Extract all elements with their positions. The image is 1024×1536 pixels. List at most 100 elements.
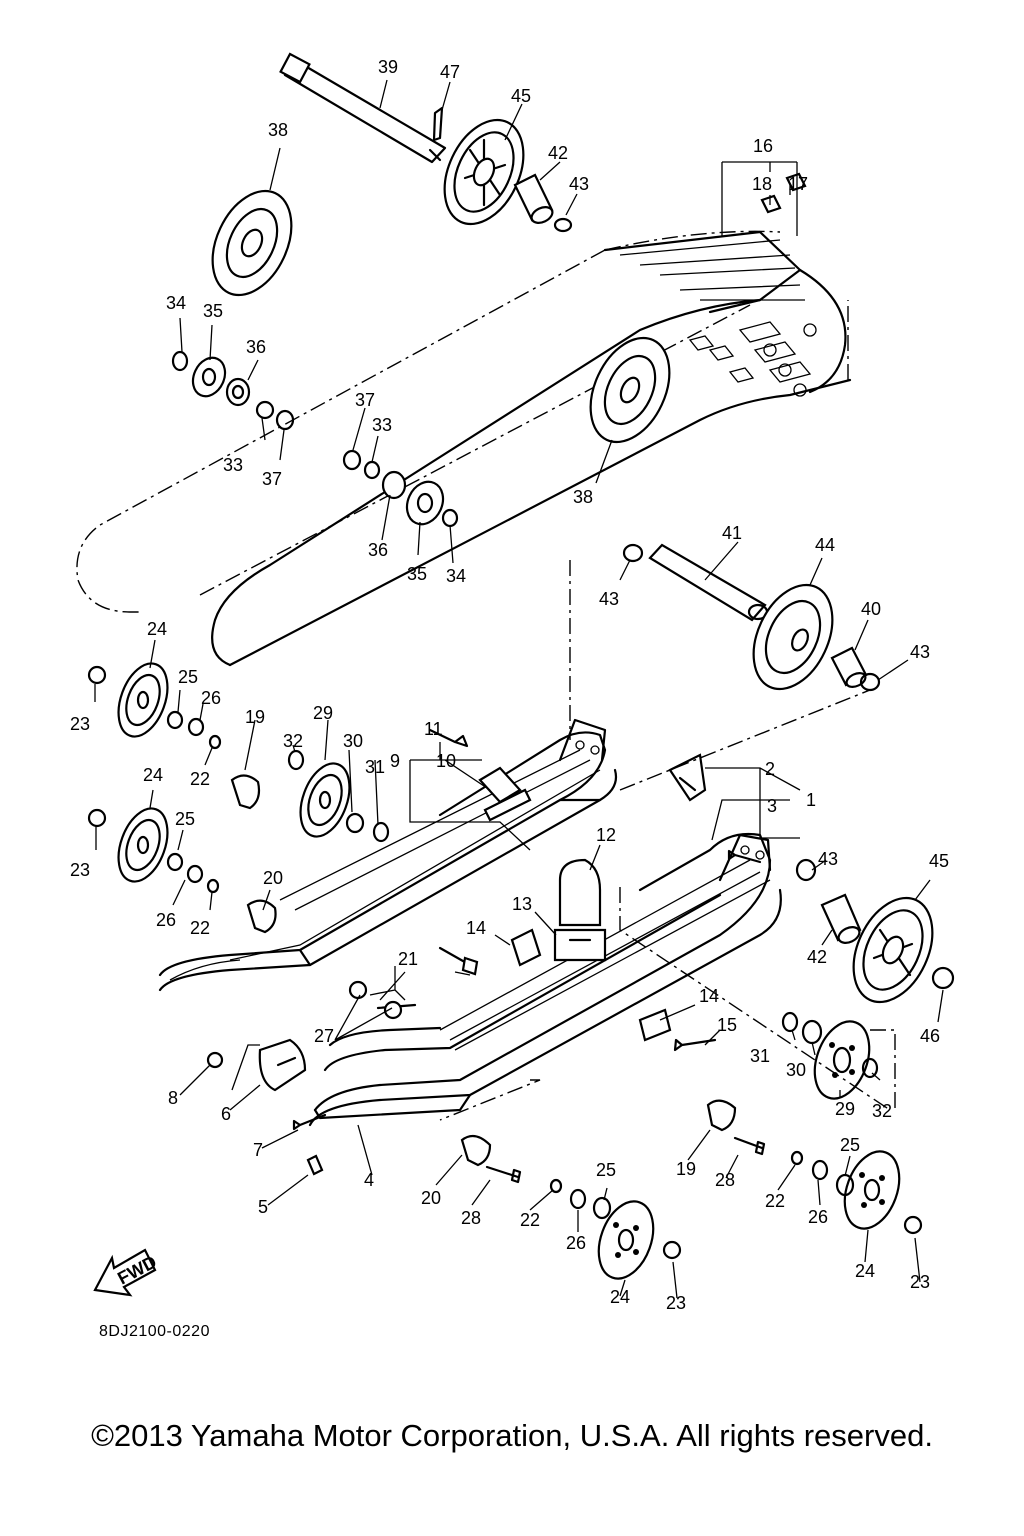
part-label-43d: 43 <box>818 849 838 869</box>
part-label-29a: 29 <box>313 703 333 723</box>
arm-20-lower <box>460 1134 492 1167</box>
part-label-18: 18 <box>752 174 772 194</box>
part-label-12: 12 <box>596 825 616 845</box>
part-label-7: 7 <box>253 1140 263 1160</box>
part-label-26d: 26 <box>808 1207 828 1227</box>
part-label-13: 13 <box>512 894 532 914</box>
leader-lines <box>94 79 944 1299</box>
rivet-3 <box>727 849 762 864</box>
part-label-35a: 35 <box>203 301 223 321</box>
part-label-21: 21 <box>398 949 418 969</box>
part-label-46: 46 <box>920 1026 940 1046</box>
collar-40 <box>830 646 868 688</box>
drawing-code: 8DJ2100-0220 <box>99 1323 210 1340</box>
part-label-42b: 42 <box>807 947 827 967</box>
wheel-24-d <box>843 1150 901 1230</box>
slider-strip-4 <box>313 1093 472 1120</box>
nut-46 <box>931 966 955 990</box>
part-label-27: 27 <box>314 1026 334 1046</box>
washer-43-upper <box>553 217 573 233</box>
bracket-10 <box>478 766 532 822</box>
wheel-24-b <box>117 807 169 883</box>
part-label-26a: 26 <box>201 688 221 708</box>
part-label-33a: 33 <box>223 455 243 475</box>
exploded-parts-diagram: FWD 1 2 3 4 5 6 7 8 9 10 11 12 13 14 14 … <box>70 52 955 1313</box>
wheel-45-lower <box>852 896 934 1004</box>
bearing-25-b <box>166 852 184 872</box>
part-label-1: 1 <box>806 790 816 810</box>
part-labels: 1 2 3 4 5 6 7 8 9 10 11 12 13 14 14 15 1… <box>70 57 949 1313</box>
stopper-14-upper <box>510 928 542 967</box>
circlip-32-left <box>287 749 305 771</box>
circlip-32-right <box>861 1057 879 1079</box>
part-label-2: 2 <box>765 759 775 779</box>
stopper-14-lower <box>638 1008 672 1042</box>
circlip-26-c <box>569 1188 587 1210</box>
part-label-38b: 38 <box>573 487 593 507</box>
bearing-30-left <box>345 812 365 834</box>
part-label-23c: 23 <box>666 1293 686 1313</box>
part-label-38a: 38 <box>268 120 288 140</box>
part-label-28a: 28 <box>461 1208 481 1228</box>
collar-22-a <box>208 734 222 750</box>
circlip-31-left <box>372 821 390 843</box>
rear-idler-shaft <box>279 52 447 164</box>
bolt-28-b <box>733 1136 766 1156</box>
part-label-6: 6 <box>221 1104 231 1124</box>
alignment-lines <box>439 560 896 1121</box>
part-label-8: 8 <box>168 1088 178 1108</box>
part-label-24d: 24 <box>855 1261 875 1281</box>
part-label-29b: 29 <box>835 1099 855 1119</box>
part-label-45b: 45 <box>929 851 949 871</box>
part-label-26b: 26 <box>156 910 176 930</box>
track-belt <box>76 230 852 667</box>
part-label-22a: 22 <box>190 769 210 789</box>
copyright-notice: ©2013 Yamaha Motor Corporation, U.S.A. A… <box>91 1418 933 1453</box>
part-label-31b: 31 <box>750 1046 770 1066</box>
bearing-set-left <box>171 350 295 431</box>
part-label-41: 41 <box>722 523 742 543</box>
wheel-29-left <box>299 762 351 838</box>
part-label-30a: 30 <box>343 731 363 751</box>
leader-16 <box>721 161 798 236</box>
rivet-11 <box>428 728 469 748</box>
bearing-25-c <box>592 1196 612 1220</box>
part-label-36a: 36 <box>246 337 266 357</box>
bolt-23-c <box>662 1240 682 1260</box>
part-label-3: 3 <box>767 796 777 816</box>
part-label-5: 5 <box>258 1197 268 1217</box>
part-label-23a: 23 <box>70 714 90 734</box>
part-label-24b: 24 <box>143 765 163 785</box>
bearing-25-a <box>166 710 184 730</box>
collar-42-upper <box>513 173 554 224</box>
bolt-21 <box>376 946 479 1010</box>
collar-22-c <box>549 1178 563 1194</box>
part-label-43b: 43 <box>599 589 619 609</box>
part-label-37b: 37 <box>355 390 375 410</box>
wheel-29-right <box>813 1020 871 1100</box>
arm-19-lower <box>706 1099 737 1132</box>
idler-wheel-38-upper <box>211 189 293 297</box>
wheel-24-a <box>117 662 169 738</box>
bolt-23-d <box>903 1215 923 1235</box>
part-label-24c: 24 <box>610 1287 630 1307</box>
nut-27-b <box>383 1000 403 1020</box>
bolt-28-a <box>485 1165 522 1184</box>
bolt-23-b <box>87 808 107 828</box>
part-label-23b: 23 <box>70 860 90 880</box>
part-label-25d: 25 <box>840 1135 860 1155</box>
stopper-12 <box>553 858 607 962</box>
circlip-26-a <box>187 717 205 737</box>
part-label-33b: 33 <box>372 415 392 435</box>
part-label-40: 40 <box>861 599 881 619</box>
part-label-17: 17 <box>788 174 808 194</box>
part-label-24a: 24 <box>147 619 167 639</box>
bolt-23-a <box>87 665 107 685</box>
part-label-42a: 42 <box>548 143 568 163</box>
part-label-4: 4 <box>364 1170 374 1190</box>
part-label-44: 44 <box>815 535 835 555</box>
part-label-14a: 14 <box>466 918 486 938</box>
part-label-19b: 19 <box>676 1159 696 1179</box>
collar-22-b <box>206 878 220 894</box>
arm-19-upper <box>230 774 261 810</box>
